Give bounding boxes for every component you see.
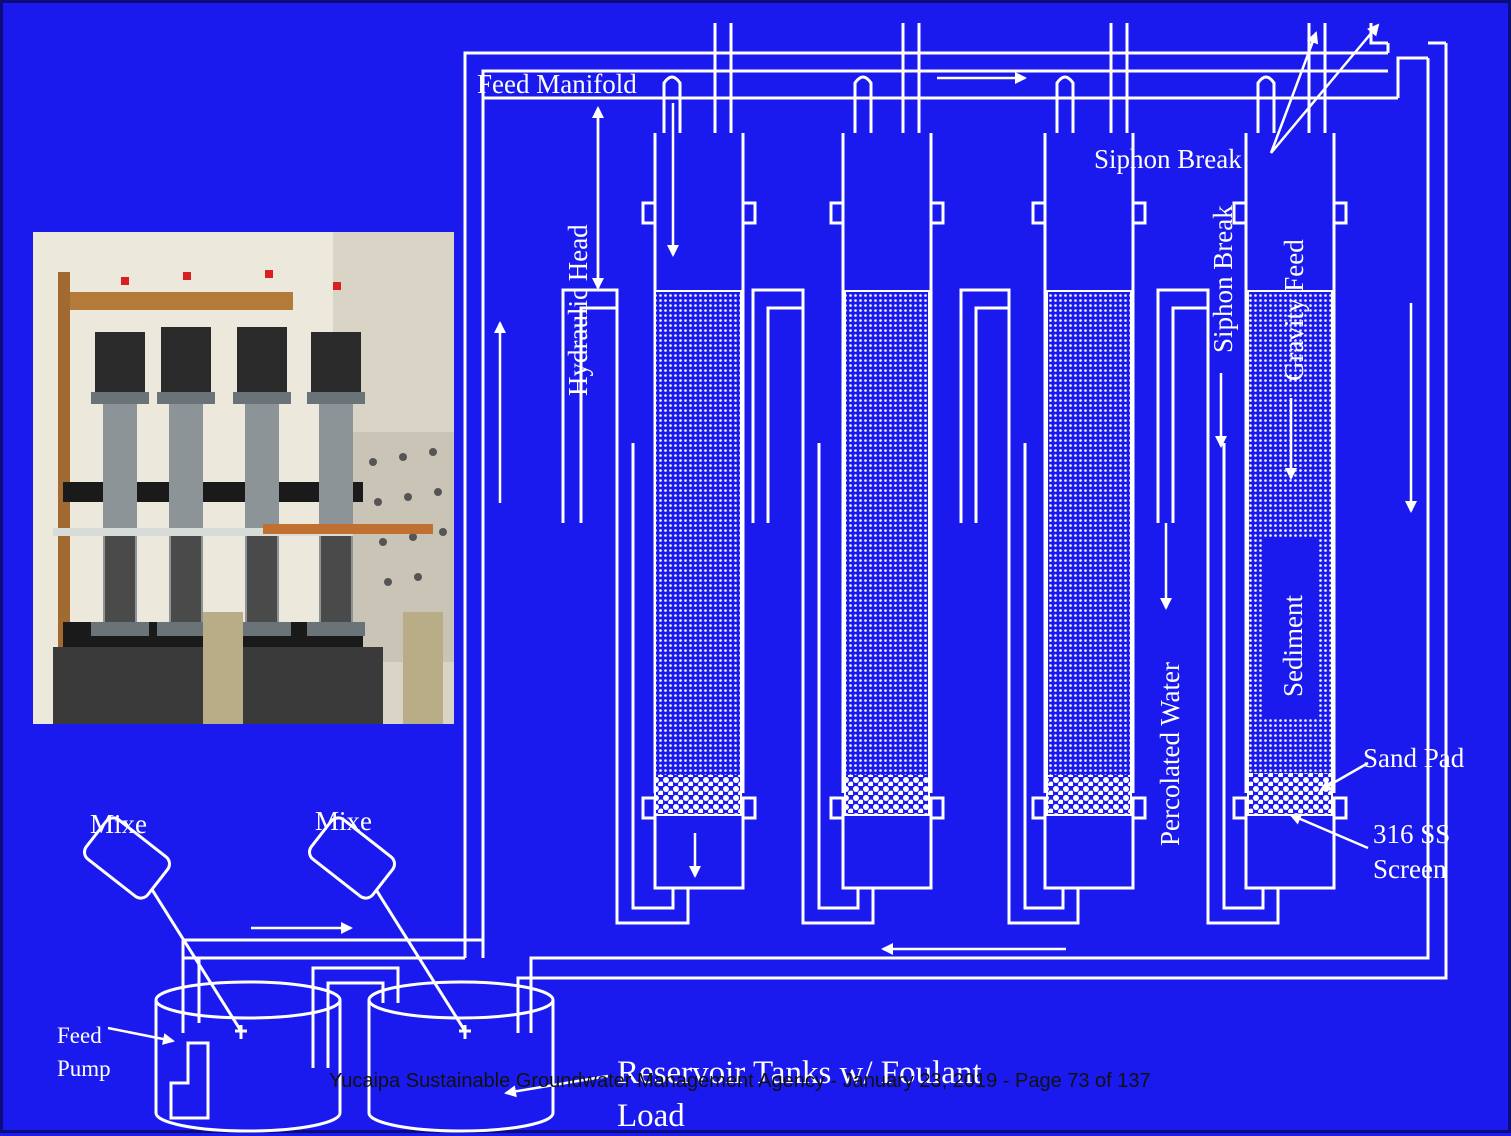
siphon-break-top-label: Siphon Break: [1094, 146, 1242, 173]
column-schematic: [3, 3, 1511, 1136]
reservoir-label-line2: Load: [617, 1100, 685, 1133]
sediment-label: Sediment: [1280, 595, 1307, 697]
feed-pump-label-line1: Feed: [57, 1024, 102, 1047]
mixer-right-label: Mixe: [315, 808, 372, 835]
percolated-water-label: Percolated Water: [1157, 662, 1184, 846]
sand-pad-label: Sand Pad: [1363, 745, 1464, 772]
feed-pump-label-line2: Pump: [57, 1057, 111, 1080]
page-footer: Yucaipa Sustainable Groundwater Manageme…: [329, 1070, 1151, 1093]
screen-label-line2: Screen: [1373, 856, 1446, 883]
mixer-left-label: Mixe: [90, 811, 147, 838]
siphon-break-side-label: Siphon Break: [1210, 205, 1237, 353]
feed-manifold-label: Feed Manifold: [477, 71, 637, 98]
gravity-feed-label: Gravity Feed: [1281, 239, 1308, 381]
screen-label-line1: 316 SS: [1373, 821, 1450, 848]
hydraulic-head-label: Hydraulic Head: [565, 224, 592, 396]
